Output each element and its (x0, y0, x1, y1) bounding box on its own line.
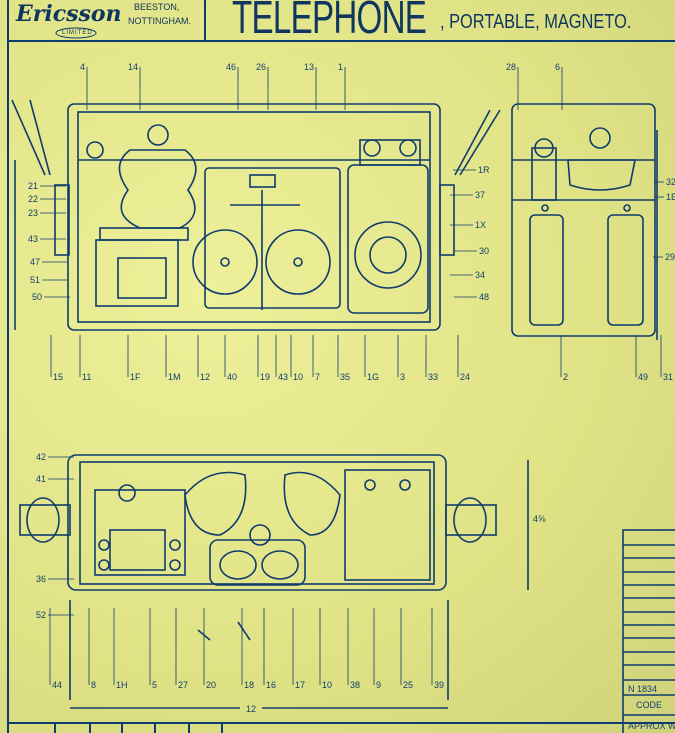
callout-right-upper: 29 (665, 252, 675, 262)
callout-middle-row: 15 (53, 372, 63, 382)
callout-top: 46 (226, 62, 236, 72)
callout-middle-row: 35 (340, 372, 350, 382)
callout-top: 4 (80, 62, 85, 72)
callout-bottom-row: 25 (403, 680, 413, 690)
callout-left-upper: 22 (28, 194, 38, 204)
logo-oval (55, 27, 97, 39)
callout-top: 6 (555, 62, 560, 72)
callout-middle-row: 43 (278, 372, 288, 382)
callout-bottom-row: 38 (350, 680, 360, 690)
drawing-frame (7, 0, 675, 733)
callout-middle-row: 7 (315, 372, 320, 382)
callout-bottom-row: 39 (434, 680, 444, 690)
callout-middle-row: 40 (227, 372, 237, 382)
callout-top: 13 (304, 62, 314, 72)
callout-top: 14 (128, 62, 138, 72)
callout-right-upper: 1R (478, 165, 490, 175)
overall-length-dimension: 12 (246, 704, 256, 714)
callout-middle-row: 3 (400, 372, 405, 382)
callout-bottom-row: 20 (206, 680, 216, 690)
callout-left-upper: 51 (30, 275, 40, 285)
callout-left-upper: 47 (30, 257, 40, 267)
callout-middle-row: 33 (428, 372, 438, 382)
drawing-subtitle: , PORTABLE, MAGNETO. (440, 11, 632, 33)
callout-left-lower: 36 (36, 574, 46, 584)
callout-right-upper: 1E (666, 192, 675, 202)
callout-bottom-row: 5 (152, 680, 157, 690)
callout-left-upper: 23 (28, 208, 38, 218)
callout-middle-row: 31 (663, 372, 673, 382)
callout-top: 26 (256, 62, 266, 72)
callout-middle-row: 1M (168, 372, 181, 382)
callout-middle-row: 24 (460, 372, 470, 382)
code-label: CODE (636, 700, 662, 710)
callout-top: 1 (338, 62, 343, 72)
callout-middle-row: 1F (130, 372, 141, 382)
drawing-number: N 1834 (628, 684, 657, 694)
callout-left-upper: 21 (28, 181, 38, 191)
plan-view (19, 454, 529, 709)
callout-bottom-row: 10 (322, 680, 332, 690)
callout-right-upper: 1X (475, 220, 486, 230)
callout-middle-row: 19 (260, 372, 270, 382)
callout-left-lower: 52 (36, 610, 46, 620)
callout-bottom-row: 44 (52, 680, 62, 690)
callout-left-lower: 42 (36, 452, 46, 462)
callout-bottom-row: 1H (116, 680, 128, 690)
address-line-2: NOTTINGHAM. (128, 16, 191, 26)
logo-limited-text: LIMITED (62, 30, 93, 36)
ericsson-logo: Ericsson (16, 1, 122, 27)
callout-middle-row: 49 (638, 372, 648, 382)
callout-right-upper: 48 (479, 292, 489, 302)
callout-middle-row: 12 (200, 372, 210, 382)
callout-bottom-row: 9 (376, 680, 381, 690)
callout-left-lower: 41 (36, 474, 46, 484)
callout-right-upper: 34 (475, 270, 485, 280)
address-line-1: BEESTON, (134, 2, 180, 12)
callout-bottom-row: 27 (178, 680, 188, 690)
callout-middle-row: 2 (563, 372, 568, 382)
callout-bottom-row: 8 (91, 680, 96, 690)
side-elevation-view (511, 103, 658, 340)
callout-left-upper: 43 (28, 234, 38, 244)
callout-right-upper: 37 (475, 190, 485, 200)
callout-right-upper: 32 (666, 177, 675, 187)
callout-middle-row: 10 (293, 372, 303, 382)
callout-middle-row: 11 (82, 372, 91, 382)
callout-left-upper: 50 (32, 292, 42, 302)
front-elevation-view (11, 99, 501, 331)
callout-middle-row: 1G (367, 372, 379, 382)
callout-bottom-row: 17 (295, 680, 305, 690)
callout-bottom-row: 16 (266, 680, 276, 690)
height-dimension: 4⅝ (533, 514, 546, 524)
callout-right-upper: 30 (479, 246, 489, 256)
drawing-title: TELEPHONE (232, 0, 427, 43)
callout-bottom-row: 18 (244, 680, 254, 690)
title-block (622, 529, 675, 733)
callout-top: 28 (506, 62, 516, 72)
approx-weight-label: APPROX W (628, 721, 675, 731)
